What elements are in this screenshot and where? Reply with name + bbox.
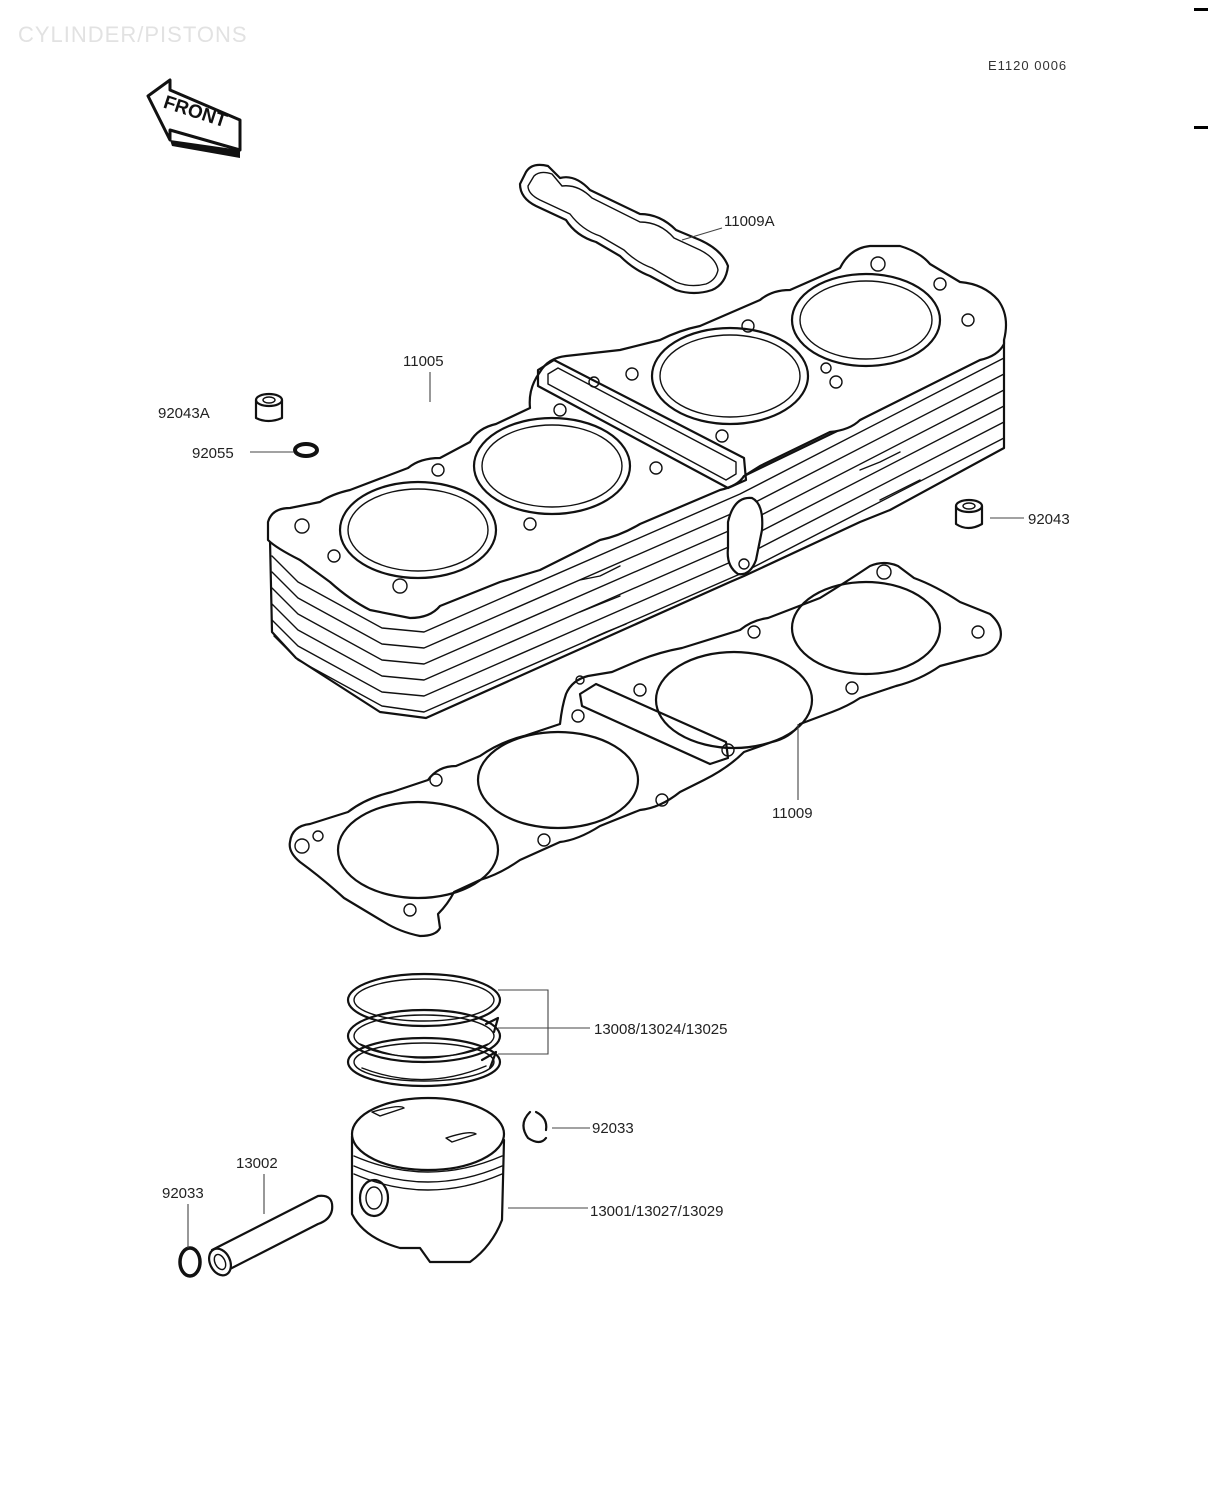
edge-mark-top	[1194, 8, 1208, 11]
piston-pin-13002	[208, 1194, 334, 1277]
dowel-pin-92043	[954, 498, 984, 530]
cylinder-base-gasket-11009	[288, 561, 1002, 938]
callout-92043: 92043	[1028, 511, 1070, 528]
piston-rings-13008	[346, 972, 502, 1088]
dowel-pin-92043a	[254, 392, 284, 423]
callout-13001-13027-13029: 13001/13027/13029	[590, 1203, 723, 1220]
callout-92033-right: 92033	[592, 1120, 634, 1137]
o-ring-92055	[293, 442, 319, 458]
callout-13002: 13002	[236, 1155, 278, 1172]
edge-mark-middle	[1194, 126, 1208, 129]
cylinder-block-11005	[266, 244, 1008, 720]
callout-11009a: 11009A	[724, 213, 775, 230]
front-arrow-icon: FRONT	[146, 78, 242, 158]
callout-11005: 11005	[403, 353, 444, 370]
circlip-92033-right	[522, 1110, 548, 1144]
page-title: CYLINDER/PISTONS	[18, 22, 248, 47]
head-cover-gasket-11009a	[518, 163, 730, 295]
piston-13001	[350, 1096, 506, 1264]
callout-13008-13024-13025: 13008/13024/13025	[594, 1021, 727, 1038]
figure-code: E1120 0006	[988, 58, 1068, 73]
callout-11009: 11009	[772, 805, 813, 822]
circlip-92033-left	[178, 1246, 202, 1278]
callout-92033-left: 92033	[162, 1185, 204, 1202]
callout-92055: 92055	[192, 445, 234, 462]
callout-92043a: 92043A	[158, 405, 210, 422]
